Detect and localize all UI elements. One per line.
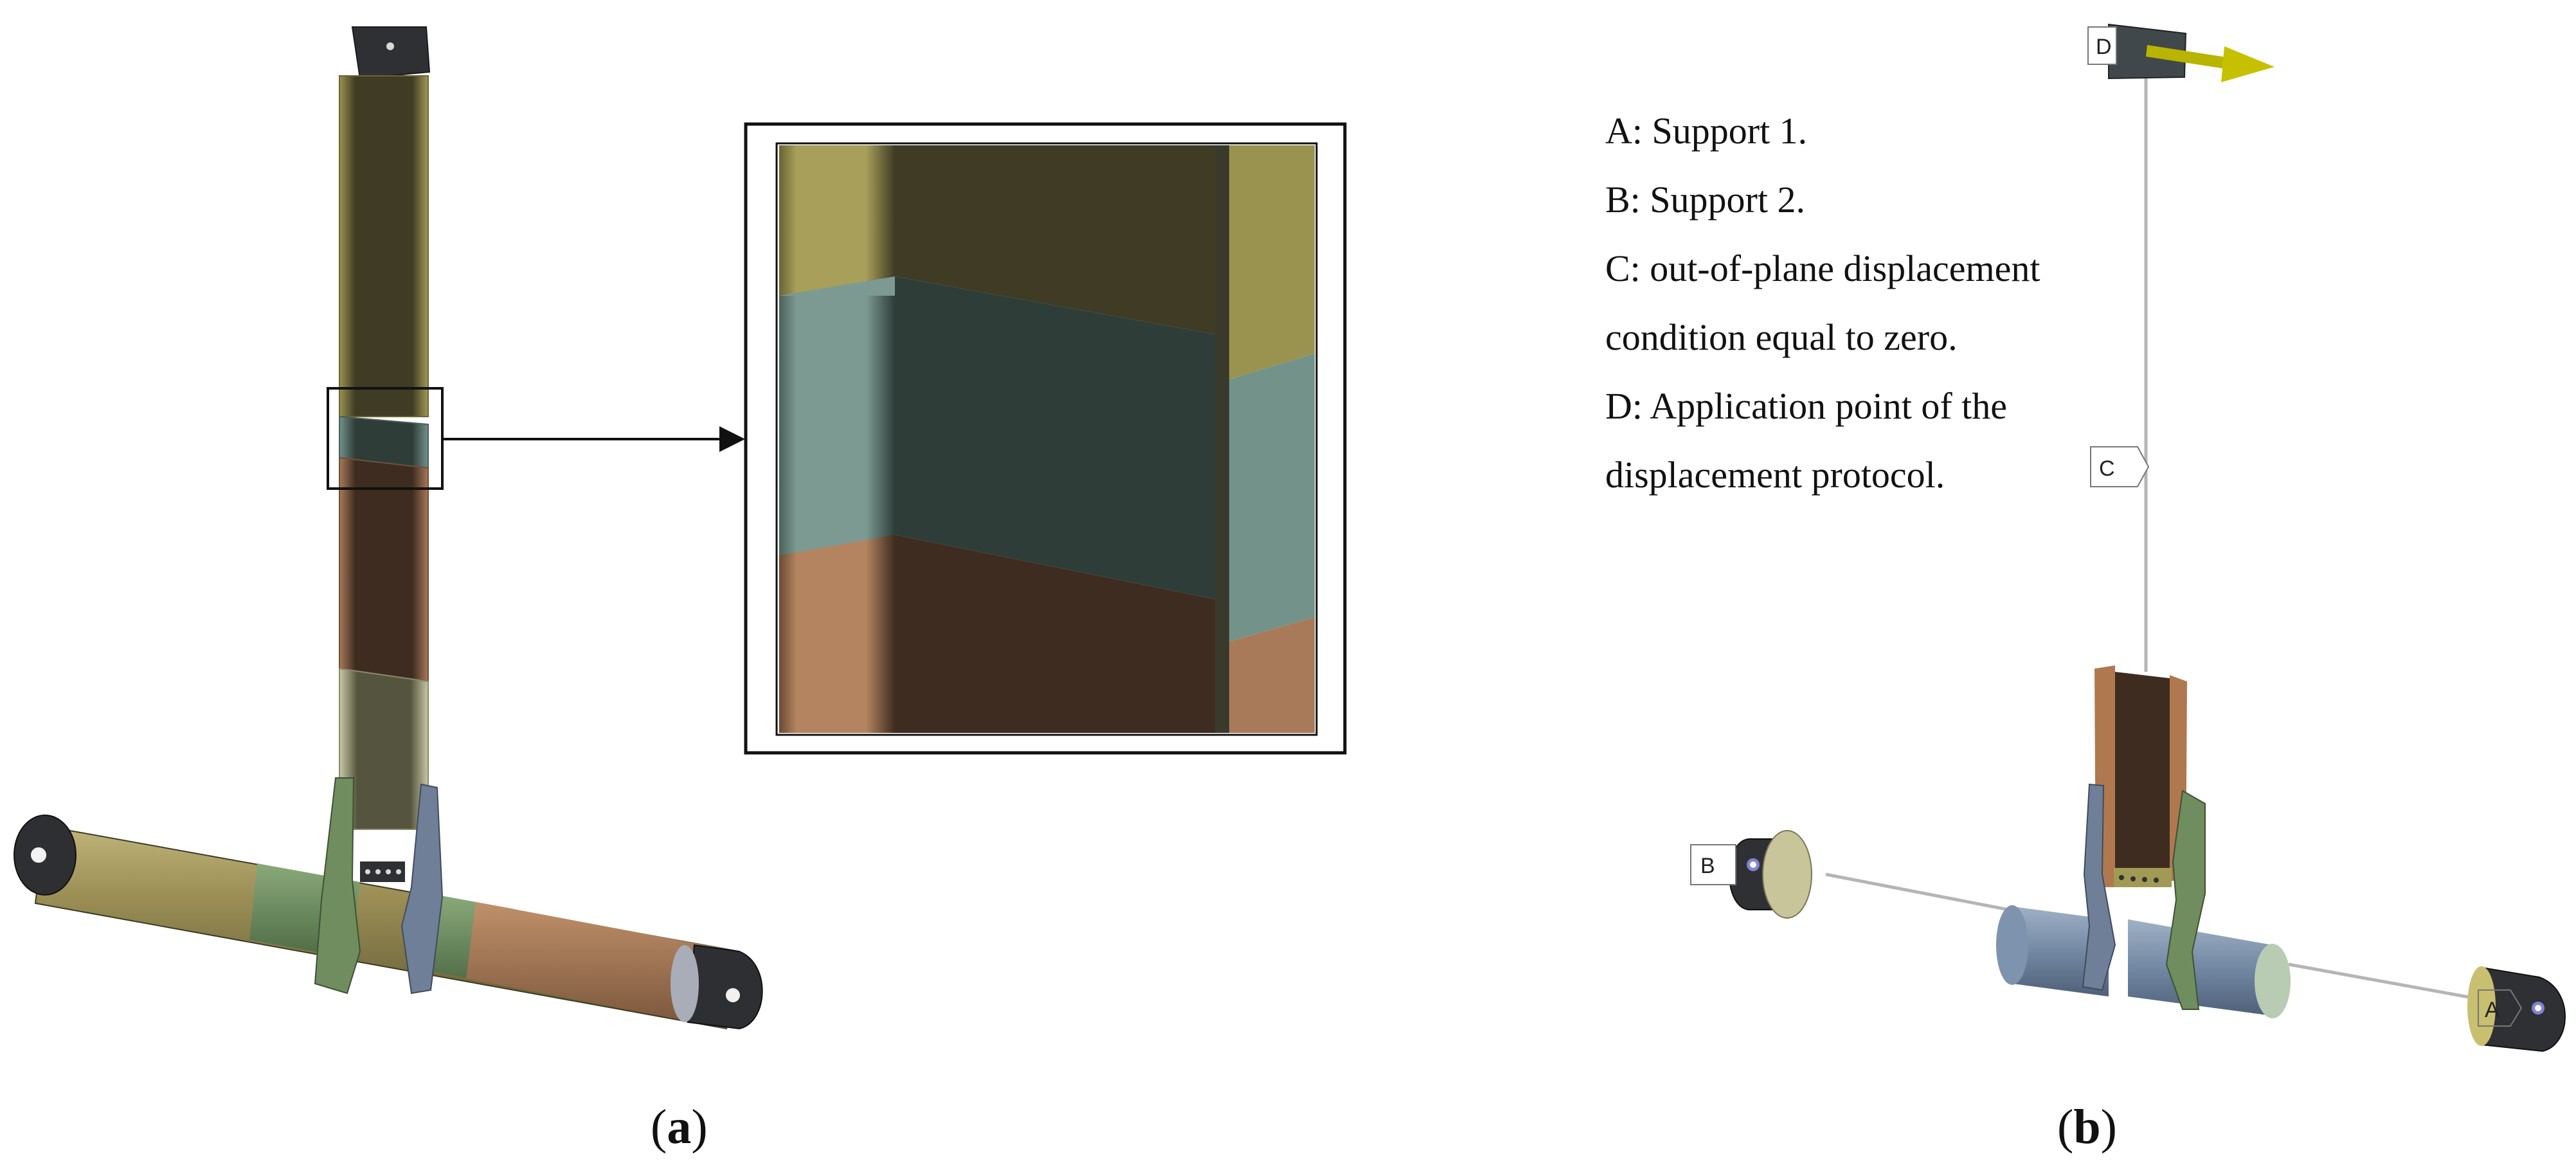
blue-gusset-plate-b xyxy=(2082,783,2116,991)
legend-line-d-cont: displacement protocol. xyxy=(1605,454,1945,496)
column-stub xyxy=(2094,665,2187,887)
label-tag-b: B xyxy=(1690,844,1736,885)
support-a xyxy=(2467,966,2566,1052)
support-b xyxy=(1729,830,1812,919)
label-tag-a: A xyxy=(2478,989,2523,1027)
caption-b-letter: b xyxy=(2073,1100,2101,1154)
label-c-text: C xyxy=(2099,456,2115,481)
legend-line-d: D: Application point of the xyxy=(1605,385,2008,427)
legend-line-b: B: Support 2. xyxy=(1605,179,1805,221)
column-top-plate xyxy=(351,26,431,80)
caption-a-letter: a xyxy=(667,1100,692,1154)
blue-gusset-plate xyxy=(401,783,444,995)
beam-right-end-cap xyxy=(687,944,763,1030)
zoom-inset xyxy=(744,122,1347,755)
panel-a-model xyxy=(14,26,763,1030)
beam-tube xyxy=(14,815,763,1030)
label-a-text: A xyxy=(2485,998,2499,1022)
support-line-b xyxy=(1825,872,2026,915)
beam-left-hole xyxy=(31,847,46,863)
label-tag-c: C xyxy=(2090,446,2150,487)
zoom-web-copper xyxy=(895,535,1215,733)
column-yellow-section xyxy=(339,75,429,417)
zoom-web-yellow xyxy=(895,145,1215,334)
beam-right-hole xyxy=(726,988,740,1002)
bolt-holes xyxy=(365,869,401,874)
label-b-text: B xyxy=(1700,854,1715,878)
column-top-hole xyxy=(386,42,394,50)
legend-line-a: A: Support 1. xyxy=(1605,110,1808,152)
green-gusset-plate-b xyxy=(2165,789,2206,1010)
zoom-web-teal xyxy=(895,276,1215,599)
caption-a: (a) xyxy=(651,1100,708,1154)
displacement-arrow xyxy=(2146,45,2274,82)
panel-b-model: D C B A xyxy=(1690,23,2566,1052)
legend: A: Support 1. B: Support 2. C: out-of-pl… xyxy=(1605,96,2184,509)
support-line-a xyxy=(2288,962,2501,1005)
label-d-text: D xyxy=(2096,35,2112,59)
column-copper-section xyxy=(339,456,429,683)
caption-b: (b) xyxy=(2057,1100,2117,1154)
label-tag-d: D xyxy=(2087,26,2117,65)
legend-line-c: C: out-of-plane displacement xyxy=(1605,248,2040,289)
green-gusset-plate xyxy=(314,777,361,995)
legend-line-c-cont: condition equal to zero. xyxy=(1605,316,1958,358)
joint-cylinder xyxy=(1996,905,2291,1018)
